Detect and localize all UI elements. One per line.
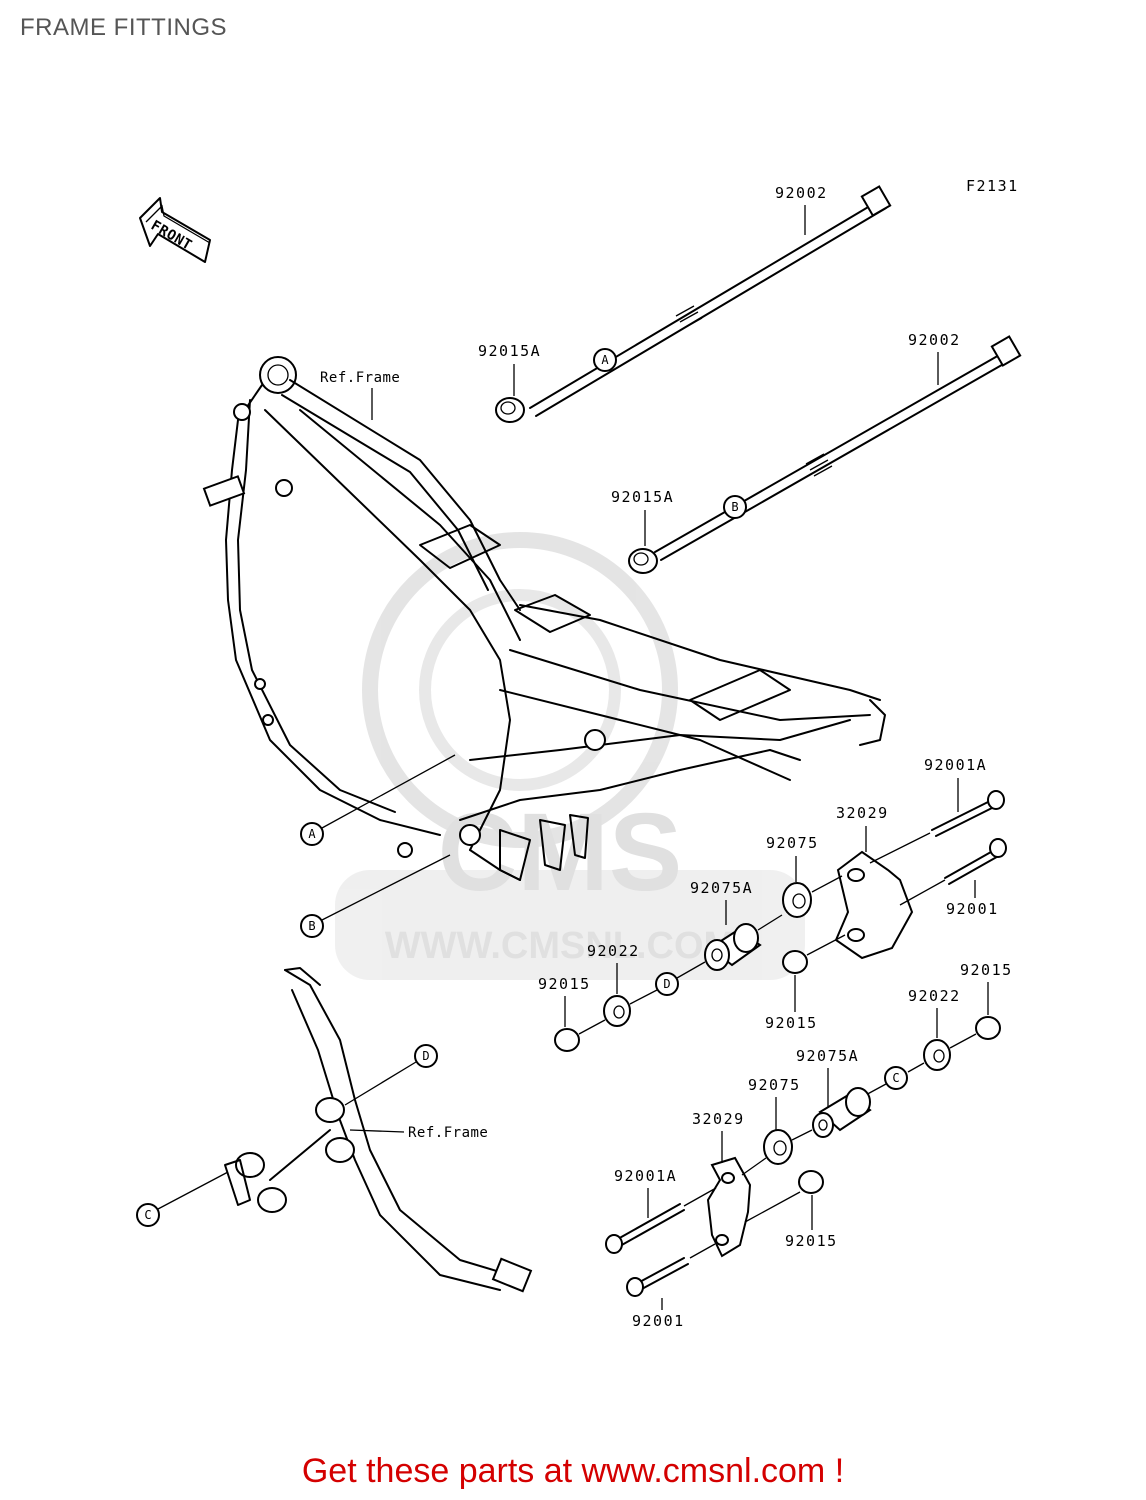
- motorcycle-frame: [202, 356, 886, 881]
- circle-callout-c-frame: [136, 1203, 160, 1227]
- part-label-92075-lower: 92075: [748, 1076, 801, 1094]
- svg-text:A: A: [601, 353, 609, 367]
- part-label-92001-lower: 92001: [632, 1312, 685, 1330]
- bolt-92001a-upper: [869, 790, 1005, 864]
- frame-downtube: [224, 967, 533, 1293]
- svg-text:C: C: [892, 1071, 899, 1085]
- bolt-92002-mid: [654, 335, 1022, 561]
- circle-callout-b-mid: [723, 495, 747, 519]
- washer-92022-mid: [603, 995, 631, 1027]
- diagram-code: F2131: [966, 177, 1019, 195]
- part-label-92075-upper: 92075: [766, 834, 819, 852]
- collar-92075-upper: [782, 882, 812, 918]
- part-label-92022-mid: 92022: [587, 942, 640, 960]
- part-label-92022-far: 92022: [908, 987, 961, 1005]
- front-arrow-icon: FRONT: [139, 197, 211, 263]
- part-label-92015-left: 92015: [538, 975, 591, 993]
- collar-92075-lower: [763, 1129, 793, 1165]
- circle-callout-c-right: [884, 1066, 908, 1090]
- cmsnl-watermark: CMS WWW.CMSNL.COM: [335, 532, 805, 980]
- part-label-92001a-upper: 92001A: [924, 756, 987, 774]
- part-label-92075a-lower: 92075A: [796, 1047, 859, 1065]
- part-label-92001a-lower: 92001A: [614, 1167, 677, 1185]
- part-label-92002-mid: 92002: [908, 331, 961, 349]
- circle-callout-a-top: [593, 348, 617, 372]
- circle-callout-d-frame: [414, 1044, 438, 1068]
- part-label-92015-lower: 92015: [785, 1232, 838, 1250]
- part-label-92015a-mid: 92015A: [611, 488, 674, 506]
- part-label-92015a-top: 92015A: [478, 342, 541, 360]
- ref-frame-label-top: Ref.Frame: [320, 370, 400, 386]
- nut-92015-far: [975, 1016, 1001, 1040]
- bushing-92075a-upper: [704, 923, 762, 971]
- washer-92022-far: [923, 1039, 951, 1071]
- nut-92015a-top: [495, 397, 525, 423]
- part-label-32029-upper: 32029: [836, 804, 889, 822]
- buy-parts-link[interactable]: Get these parts at www.cmsnl.com !: [301, 1452, 845, 1490]
- svg-text:D: D: [663, 977, 670, 991]
- ref-frame-label-lower: Ref.Frame: [408, 1125, 488, 1141]
- part-label-92075a-upper: 92075A: [690, 879, 753, 897]
- bushing-92075a-lower: [812, 1087, 872, 1138]
- page-title: FRAME FITTINGS: [20, 14, 227, 41]
- circle-callout-b-frame: [300, 914, 324, 938]
- part-label-92015-mid: 92015: [765, 1014, 818, 1032]
- part-label-92015-far: 92015: [960, 961, 1013, 979]
- watermark-brand: CMS: [438, 791, 682, 914]
- nut-92015-mid: [782, 950, 808, 974]
- part-label-92002-top: 92002: [775, 184, 828, 202]
- svg-text:B: B: [731, 500, 738, 514]
- nut-92015-left: [554, 1028, 580, 1052]
- bolt-92001-upper: [899, 838, 1007, 906]
- nut-92015-lower: [798, 1170, 824, 1194]
- circle-callout-a-frame: [300, 822, 324, 846]
- part-label-92001-upper: 92001: [946, 900, 999, 918]
- watermark-url: WWW.CMSNL.COM: [385, 925, 735, 967]
- bracket-32029-lower: [706, 1156, 752, 1258]
- nut-92015a-mid: [628, 548, 658, 574]
- svg-text:C: C: [144, 1208, 151, 1222]
- svg-text:B: B: [308, 919, 315, 933]
- bolt-92001a-lower: [605, 1187, 717, 1254]
- circle-callout-d-mid: [655, 972, 679, 996]
- bolt-92002-top: [529, 185, 892, 417]
- front-label: FRONT: [148, 218, 195, 254]
- svg-text:D: D: [422, 1049, 429, 1063]
- part-label-32029-lower: 32029: [692, 1110, 745, 1128]
- svg-text:A: A: [308, 827, 316, 841]
- bolt-92001-lower: [626, 1243, 716, 1297]
